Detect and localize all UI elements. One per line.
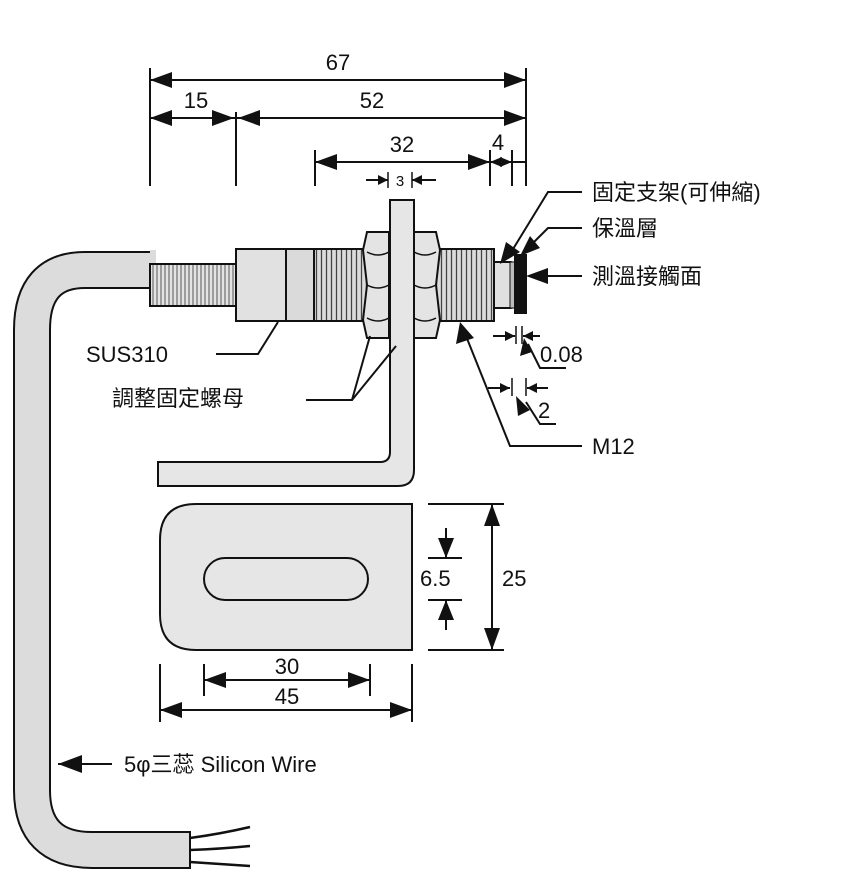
body-sleeve-2 (285, 248, 315, 322)
label-thread: M12 (592, 434, 635, 459)
callout-text-left: SUS310 調整固定螺母 (86, 342, 244, 411)
dimension-lines-bracket (159, 503, 504, 722)
dim-bracket-height: 25 (502, 566, 526, 591)
bracket-side (157, 199, 415, 487)
cable-knurl (149, 263, 237, 307)
dim-gap-tip: 2 (538, 398, 550, 423)
body-thread-left (313, 248, 370, 322)
bracket-slot (203, 557, 369, 601)
label-nut: 調整固定螺母 (112, 386, 244, 411)
dimension-text-bracket: 25 6.5 30 45 (275, 566, 527, 709)
sensing-face (514, 254, 527, 314)
callout-text-right: 固定支架(可伸縮) 保溫層 測溫接觸面 0.08 2 M12 (538, 180, 761, 459)
label-insulation: 保溫層 (592, 216, 658, 241)
dim-bracket-slot-length: 30 (275, 654, 299, 679)
callout-lines-right (456, 191, 582, 447)
dim-bracket-slot-width: 6.5 (420, 566, 451, 591)
label-sensing-face: 測溫接觸面 (592, 264, 702, 289)
adjust-nut-right (413, 231, 442, 339)
callout-lines-left (216, 321, 397, 401)
sensor-body (149, 248, 527, 322)
label-bracket: 固定支架(可伸縮) (592, 180, 761, 205)
wire-callout: 5φ三蕊 Silicon Wire (58, 752, 317, 777)
dim-nut: 3 (396, 173, 404, 190)
adjust-nut-left (361, 231, 390, 339)
dim-gap-insulation: 0.08 (540, 342, 583, 367)
dimension-text-top: 67 15 52 32 4 3 (184, 50, 504, 190)
wire-leads (189, 825, 251, 868)
body-sleeve (235, 248, 287, 322)
body-thread-right (435, 248, 495, 322)
label-material: SUS310 (86, 342, 168, 367)
label-wire: 5φ三蕊 Silicon Wire (124, 752, 317, 777)
dim-overall: 67 (326, 50, 350, 75)
dim-thread: 32 (390, 132, 414, 157)
bracket-front (159, 503, 413, 651)
dim-tip: 4 (492, 130, 504, 155)
dimension-lines-top (149, 68, 527, 188)
dim-cable-end: 15 (184, 88, 208, 113)
dim-body: 52 (360, 88, 384, 113)
dim-bracket-width: 45 (275, 684, 299, 709)
